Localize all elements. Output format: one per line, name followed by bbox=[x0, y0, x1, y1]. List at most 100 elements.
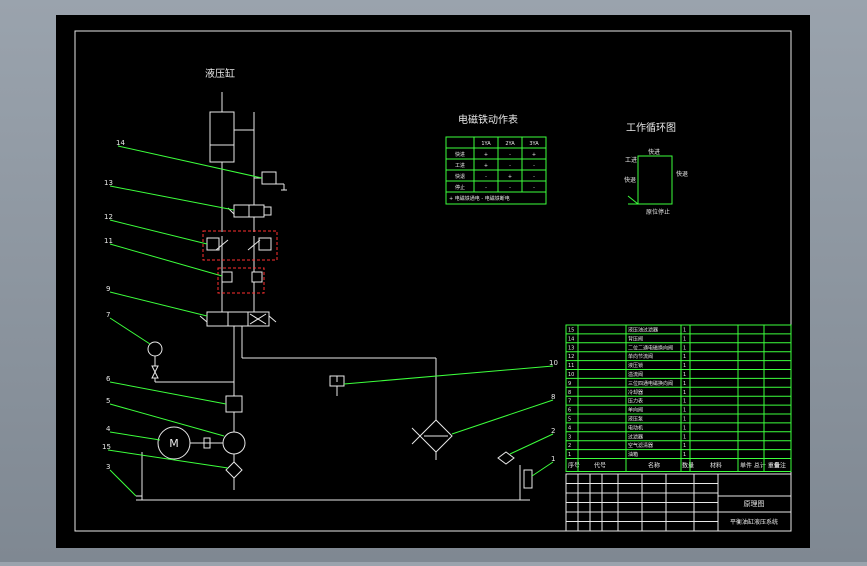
parts-header-cell: 单件 总计 重量 bbox=[740, 462, 780, 470]
solenoid-table-cell: 工进 bbox=[455, 162, 465, 169]
callout-2: 2 bbox=[551, 427, 555, 435]
parts-row-name: 二位二通电磁换向阀 bbox=[628, 344, 673, 351]
parts-row-number: 14 bbox=[568, 336, 574, 342]
callout-13: 13 bbox=[104, 179, 113, 187]
parts-header-cell: 数量 bbox=[682, 462, 694, 470]
drawing-sheet bbox=[56, 15, 810, 548]
callout-1: 1 bbox=[551, 455, 555, 463]
cycle-labels: 快进 工进 快退 快退 原位停止 bbox=[624, 148, 688, 216]
solenoid-table-cell: 快进 bbox=[455, 151, 465, 158]
parts-row-qty: 1 bbox=[683, 381, 686, 387]
callout-8: 8 bbox=[551, 393, 555, 401]
parts-row-number: 6 bbox=[568, 408, 571, 414]
title-block-project-title: 平衡油缸液压系统 bbox=[730, 518, 778, 526]
parts-row-name: 电动机 bbox=[628, 424, 643, 431]
parts-row-qty: 1 bbox=[683, 363, 686, 369]
solenoid-table-cell: - bbox=[485, 174, 487, 180]
lock-group-outline bbox=[217, 267, 265, 294]
parts-header-cell: 名称 bbox=[648, 462, 660, 470]
air-filter bbox=[497, 451, 515, 465]
solenoid-table-cell: - bbox=[533, 174, 535, 180]
solenoid-table-cell: - bbox=[533, 163, 535, 169]
parts-row-qty: 1 bbox=[683, 452, 686, 458]
cycle-label-stop: 原位停止 bbox=[646, 208, 670, 216]
solenoid-table-cell: 1YA bbox=[481, 141, 491, 147]
solenoid-table-cell: + bbox=[532, 152, 536, 158]
callout-7: 7 bbox=[106, 311, 110, 319]
solenoid-table-cell: + bbox=[484, 152, 488, 158]
solenoid-table-cell: 快退 bbox=[455, 173, 465, 180]
parts-row-qty: 1 bbox=[683, 443, 686, 449]
hydraulic-lock-left bbox=[221, 271, 233, 283]
parts-row-qty: 1 bbox=[683, 425, 686, 431]
parts-row-qty: 1 bbox=[683, 390, 686, 396]
parts-row-name: 空气滤清器 bbox=[628, 442, 653, 449]
parts-row-number: 4 bbox=[568, 425, 571, 431]
parts-row-name: 压力表 bbox=[628, 398, 643, 405]
cycle-label-right: 快退 bbox=[676, 170, 688, 178]
parts-header-cell: 材料 bbox=[710, 462, 722, 470]
parts-row-number: 5 bbox=[568, 417, 571, 423]
callout-14: 14 bbox=[116, 139, 125, 147]
parts-row-name: 过滤器 bbox=[628, 433, 643, 440]
callout-11: 11 bbox=[104, 237, 113, 245]
parts-row-name: 液压泵 bbox=[628, 416, 643, 423]
parts-row-name: 冷却器 bbox=[628, 389, 643, 396]
oil-tank bbox=[523, 469, 533, 489]
parts-header-cell: 序号 bbox=[568, 462, 580, 470]
parts-row-qty: 1 bbox=[683, 345, 686, 351]
parts-row-name: 液压锁 bbox=[628, 362, 643, 369]
parts-row-name: 三位四通电磁换向阀 bbox=[628, 380, 673, 387]
hydraulic-circuit bbox=[136, 92, 533, 501]
callout-10: 10 bbox=[549, 359, 558, 367]
cycle-label-work-feed: 工进 bbox=[625, 156, 637, 164]
solenoid-table-note: + 电磁铁通电 - 电磁铁断电 bbox=[449, 195, 510, 202]
motor-m-label: M bbox=[169, 437, 179, 450]
solenoid-table-cell: - bbox=[509, 152, 511, 158]
solenoid-table-cell: + bbox=[484, 163, 488, 169]
parts-row-number: 15 bbox=[568, 328, 574, 334]
callout-6: 6 bbox=[106, 375, 111, 383]
parts-row-number: 3 bbox=[568, 434, 571, 440]
solenoid-table-cell: - bbox=[509, 185, 511, 191]
throttle-group-outline bbox=[202, 230, 278, 261]
solenoid-table-cell: - bbox=[485, 185, 487, 191]
parts-row-name: 背压阀 bbox=[628, 335, 643, 342]
valve-group-outlines bbox=[202, 230, 278, 294]
three-position-directional-valve bbox=[206, 311, 270, 327]
solenoid-table-cell: + bbox=[508, 174, 512, 180]
title-block-drawing-name: 原理图 bbox=[744, 500, 765, 508]
leader-numbers: 14 13 12 11 9 7 6 5 4 15 3 10 8 2 1 bbox=[102, 139, 558, 471]
solenoid-table-cell: 2YA bbox=[505, 141, 515, 147]
parts-row-number: 7 bbox=[568, 399, 571, 405]
parts-row-number: 10 bbox=[568, 372, 574, 378]
leader-lines bbox=[107, 145, 554, 497]
parts-header-cell: 代号 bbox=[594, 462, 606, 470]
parts-row-name: 单向节流阀 bbox=[628, 353, 653, 360]
parts-row-qty: 1 bbox=[683, 328, 686, 334]
parts-header-cell: 备注 bbox=[774, 462, 786, 470]
parts-row-number: 2 bbox=[568, 443, 571, 449]
parts-row-qty: 1 bbox=[683, 399, 686, 405]
parts-row-number: 8 bbox=[568, 390, 571, 396]
parts-row-qty: 1 bbox=[683, 408, 686, 414]
parts-row-number: 1 bbox=[568, 452, 571, 458]
cycle-label-fast-forward: 快进 bbox=[648, 148, 660, 156]
parts-row-qty: 1 bbox=[683, 434, 686, 440]
drawing-border bbox=[74, 30, 792, 532]
parts-row-qty: 1 bbox=[683, 417, 686, 423]
callout-12: 12 bbox=[104, 213, 113, 221]
parts-row-name: 油箱 bbox=[628, 451, 638, 458]
callout-9: 9 bbox=[106, 285, 110, 293]
parts-row-number: 9 bbox=[568, 381, 571, 387]
cycle-loop bbox=[637, 155, 673, 205]
parts-row-number: 13 bbox=[568, 345, 574, 351]
pressure-gauge bbox=[147, 341, 163, 357]
cycle-diagram-title: 工作循环图 bbox=[626, 121, 676, 134]
solenoid-table-cell: 停止 bbox=[455, 184, 465, 191]
